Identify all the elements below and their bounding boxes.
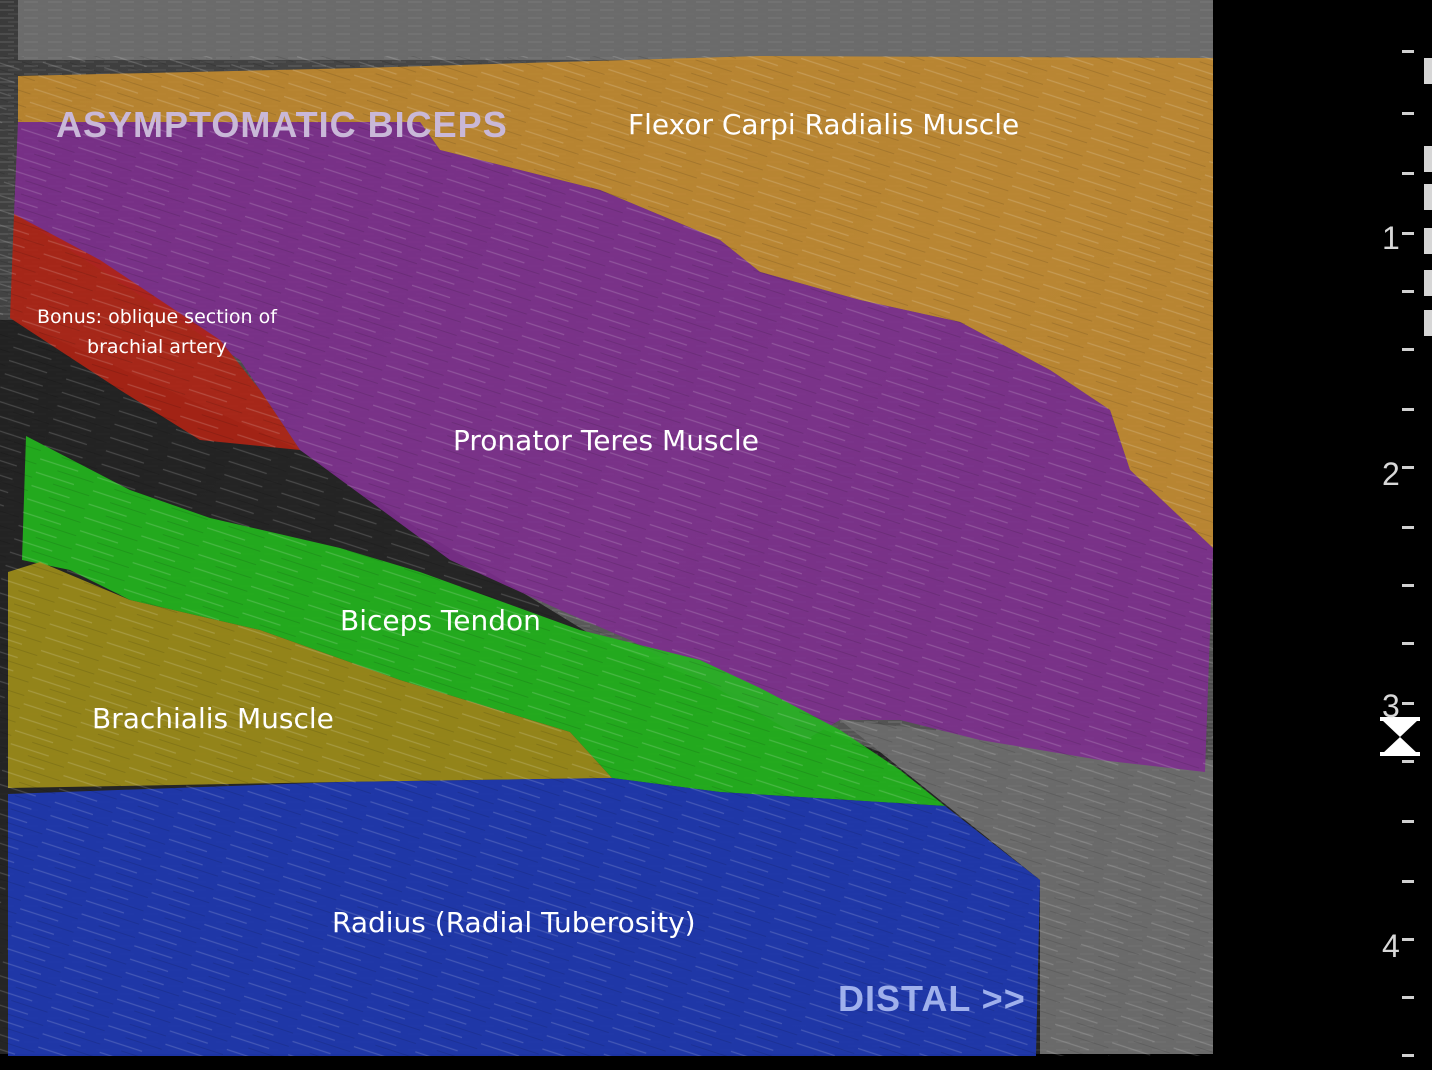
depth-tick bbox=[1402, 820, 1414, 823]
depth-tick bbox=[1402, 760, 1414, 763]
label-radius: Radius (Radial Tuberosity) bbox=[332, 906, 696, 939]
label-brachialis: Brachialis Muscle bbox=[92, 702, 334, 735]
depth-tick bbox=[1402, 408, 1414, 411]
depth-tick bbox=[1402, 50, 1414, 53]
depth-tick bbox=[1402, 1054, 1414, 1057]
direction-label: DISTAL >> bbox=[838, 978, 1026, 1019]
depth-tick bbox=[1402, 996, 1414, 999]
depth-label-3: 3 bbox=[1382, 688, 1400, 724]
depth-tick bbox=[1402, 526, 1414, 529]
label-brachial-artery: Bonus: oblique section of brachial arter… bbox=[37, 306, 277, 358]
depth-tick bbox=[1402, 642, 1414, 645]
label-pronator-teres: Pronator Teres Muscle bbox=[453, 424, 759, 457]
depth-label-1: 1 bbox=[1382, 220, 1400, 256]
label-biceps-tendon: Biceps Tendon bbox=[340, 604, 541, 637]
label-flexor-carpi-radialis: Flexor Carpi Radialis Muscle bbox=[628, 108, 1020, 141]
depth-tick bbox=[1402, 584, 1414, 587]
depth-label-4: 4 bbox=[1382, 928, 1400, 964]
depth-tick bbox=[1402, 880, 1414, 883]
depth-tick bbox=[1402, 172, 1414, 175]
overlay-title: ASYMPTOMATIC BICEPS bbox=[56, 104, 508, 145]
depth-tick bbox=[1402, 938, 1414, 941]
depth-tick bbox=[1402, 466, 1414, 469]
focal-zone-icon bbox=[1382, 720, 1418, 737]
depth-label-2: 2 bbox=[1382, 456, 1400, 492]
depth-tick bbox=[1402, 348, 1414, 351]
depth-tick bbox=[1402, 232, 1414, 235]
depth-tick bbox=[1402, 112, 1414, 115]
depth-tick bbox=[1402, 702, 1414, 705]
depth-tick bbox=[1402, 290, 1414, 293]
scanner-margin bbox=[1213, 0, 1432, 1070]
